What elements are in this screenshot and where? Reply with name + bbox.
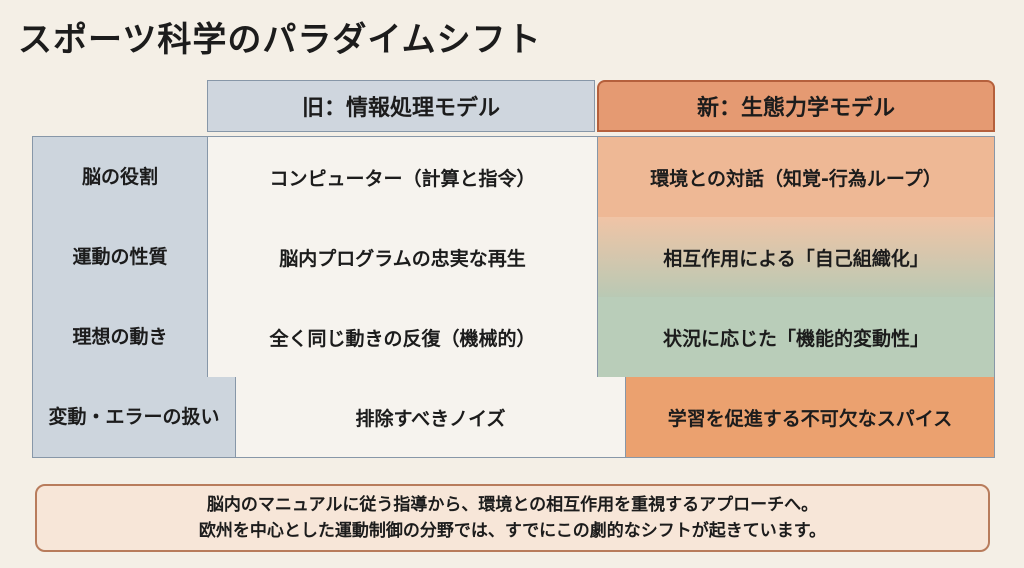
new-cell: 学習を促進する不可欠なスパイス	[626, 377, 994, 457]
row-label: 脳の役割	[33, 137, 208, 217]
old-cell: 排除すべきノイズ	[236, 377, 626, 457]
table-row: 脳の役割 コンピューター（計算と指令） 環境との対話（知覚-行為ループ）	[33, 137, 994, 218]
new-cell: 状況に応じた「機能的変動性」	[598, 297, 994, 377]
new-cell: 環境との対話（知覚-行為ループ）	[598, 137, 994, 217]
header-old-model: 旧：情報処理モデル	[207, 80, 595, 132]
new-cell: 相互作用による「自己組織化」	[598, 217, 994, 297]
header-new-model: 新：生態力学モデル	[597, 80, 995, 132]
row-label: 運動の性質	[33, 217, 208, 297]
old-cell: コンピューター（計算と指令）	[208, 137, 598, 217]
row-label: 変動・エラーの扱い	[33, 377, 236, 457]
table-row: 運動の性質 脳内プログラムの忠実な再生 相互作用による「自己組織化」	[33, 217, 994, 298]
old-cell: 脳内プログラムの忠実な再生	[208, 217, 598, 297]
old-cell: 全く同じ動きの反復（機械的）	[208, 297, 598, 377]
table-row: 変動・エラーの扱い 排除すべきノイズ 学習を促進する不可欠なスパイス	[33, 377, 994, 457]
comparison-table: 脳の役割 コンピューター（計算と指令） 環境との対話（知覚-行為ループ） 運動の…	[32, 136, 995, 458]
summary-line-1: 脳内のマニュアルに従う指導から、環境との相互作用を重視するアプローチへ。	[206, 494, 819, 515]
summary-line-2: 欧州を中心とした運動制御の分野では、すでにこの劇的なシフトが起きています。	[198, 521, 827, 541]
row-label: 理想の動き	[33, 297, 208, 377]
table-row: 理想の動き 全く同じ動きの反復（機械的） 状況に応じた「機能的変動性」	[33, 297, 994, 378]
page-title: スポーツ科学のパラダイムシフト	[18, 20, 542, 60]
summary-box: 脳内のマニュアルに従う指導から、環境との相互作用を重視するアプローチへ。 欧州を…	[35, 484, 990, 552]
